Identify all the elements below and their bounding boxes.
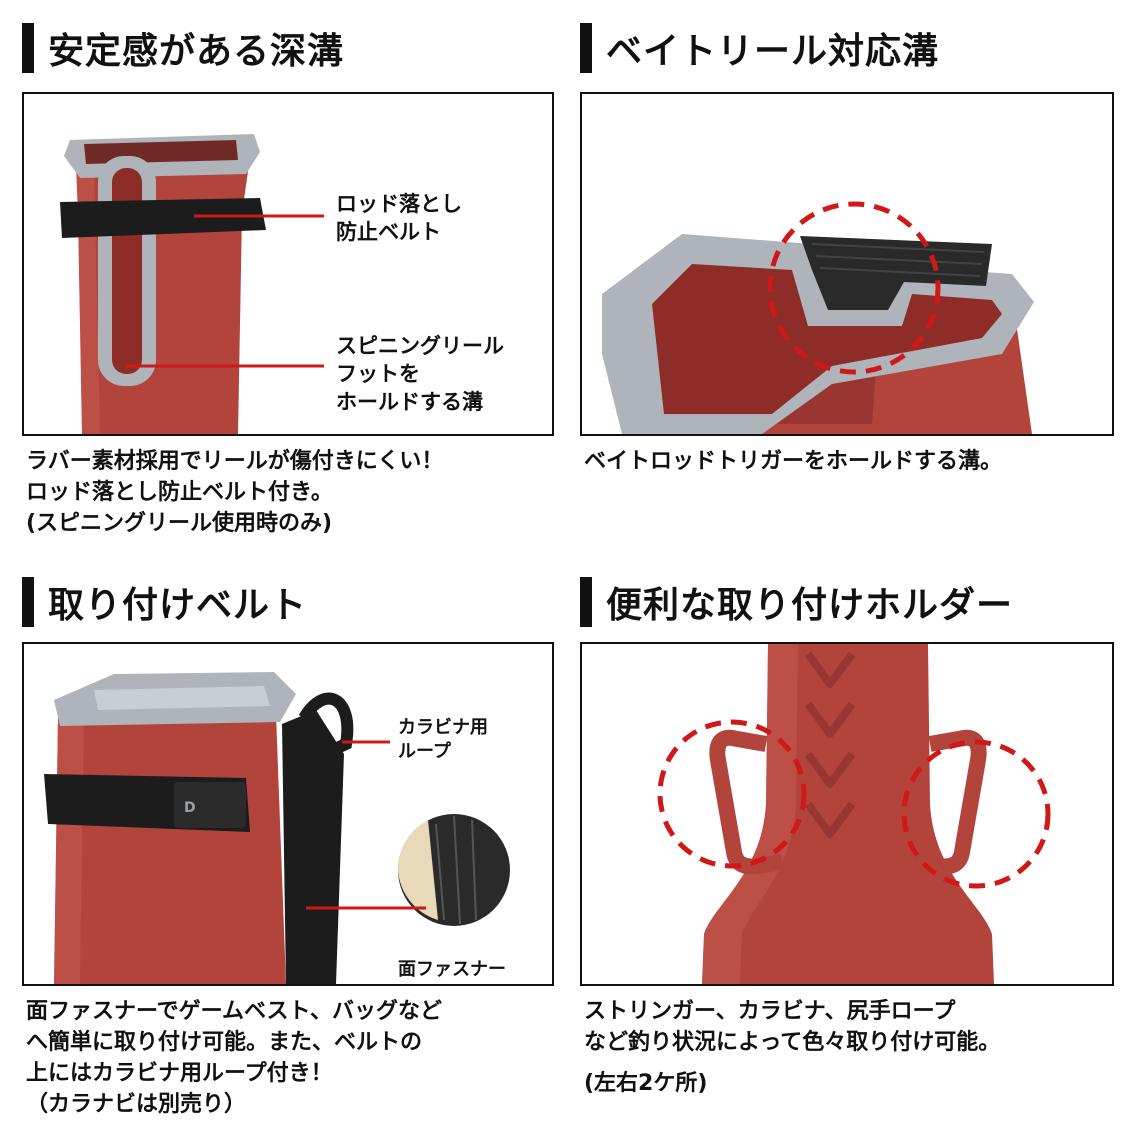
photo-handy-holder <box>580 642 1114 986</box>
label-hook-and-loop: 面ファスナー <box>398 959 506 980</box>
brand-logo: D <box>184 800 196 816</box>
heading-text: 安定感がある深溝 <box>48 31 345 72</box>
heading-bar <box>22 23 34 73</box>
photo-mount-belt: D カラビナ用 ループ 面ファスナー <box>22 642 554 986</box>
label-rod-drop-belt: ロッド落とし 防止ベルト <box>336 192 462 244</box>
holder-illustration-2 <box>602 201 1034 434</box>
caption-baitcast-groove: ベイトロッドトリガーをホールドする溝。 <box>584 449 1003 474</box>
photo-baitcast-groove <box>580 92 1114 436</box>
holder-illustration-1 <box>60 134 324 434</box>
heading-text: 便利な取り付けホルダー <box>606 585 1014 626</box>
photo-deep-groove: ロッド落とし 防止ベルト スピニングリール フットを ホールドする溝 <box>22 92 554 436</box>
heading-deep-groove: 安定感がある深溝 <box>22 20 344 76</box>
heading-bar <box>580 577 592 627</box>
heading-mount-belt: 取り付けベルト <box>22 574 307 630</box>
label-spinning-reel-groove: スピニングリール フットを ホールドする溝 <box>336 334 504 414</box>
caption-handy-holder: ストリンガー、カラビナ、尻手ロープ など釣り状況によって色々取り付け可能。 (左… <box>584 999 1001 1096</box>
heading-text: ベイトリール対応溝 <box>606 31 940 72</box>
heading-text: 取り付けベルト <box>48 585 308 626</box>
heading-handy-holder: 便利な取り付けホルダー <box>580 574 1013 630</box>
heading-bar <box>22 577 34 627</box>
holder-illustration-4 <box>657 644 1051 984</box>
heading-baitcast-groove: ベイトリール対応溝 <box>580 20 939 76</box>
caption-mount-belt: 面ファスナーでゲームベスト、バッグなど へ簡単に取り付け可能。また、ベルトの 上… <box>26 999 443 1117</box>
holder-illustration-3: D <box>44 672 510 984</box>
label-carabiner-loop: カラビナ用 ループ <box>398 717 488 762</box>
heading-bar <box>580 23 592 73</box>
caption-deep-groove: ラバー素材採用でリールが傷付きにくい！ ロッド落とし防止ベルト付き。 (スピニン… <box>26 449 444 536</box>
